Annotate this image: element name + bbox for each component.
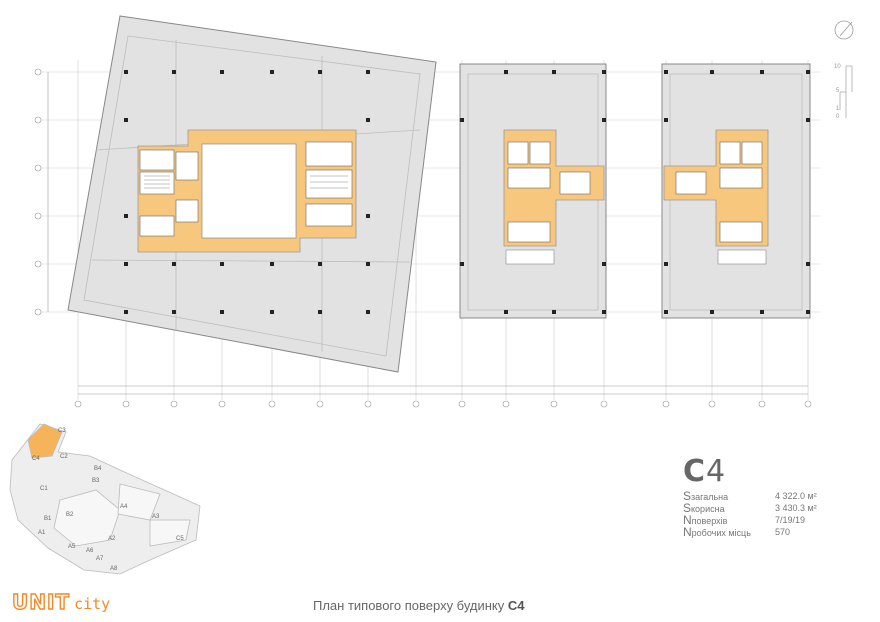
key-a5: A5 bbox=[68, 544, 76, 550]
key-a6: A6 bbox=[86, 548, 94, 554]
key-b4: B4 bbox=[94, 466, 102, 472]
key-plan bbox=[9, 423, 201, 575]
key-a4: A4 bbox=[120, 504, 128, 510]
stats-table: Sзагальна 4 322.0 м² Sкорисна 3 430.3 м²… bbox=[683, 490, 833, 538]
key-c4: C4 bbox=[32, 456, 40, 462]
stat-workplaces: Nробочих місць 570 bbox=[683, 525, 791, 539]
stat-total-area: Sзагальна 4 322.0 м² bbox=[683, 489, 817, 503]
key-a3: A3 bbox=[152, 514, 160, 520]
key-c5: C5 bbox=[176, 536, 184, 542]
scale-tick-0: 0 bbox=[836, 114, 840, 120]
key-a8: A8 bbox=[110, 566, 118, 572]
building-label: C4 bbox=[683, 454, 727, 489]
key-c3: C3 bbox=[58, 428, 66, 434]
stat-useful-area: Sкорисна 3 430.3 м² bbox=[683, 501, 817, 515]
plan-caption: План типового поверху будинку C4 bbox=[313, 598, 525, 613]
key-b2: B2 bbox=[66, 512, 74, 518]
key-b1: B1 bbox=[44, 516, 52, 522]
scale-tick-10: 10 bbox=[834, 64, 841, 70]
key-c1: C1 bbox=[40, 486, 48, 492]
stat-floors: Nповерхів 7/19/19 bbox=[683, 513, 806, 527]
axis-markers bbox=[34, 68, 812, 408]
key-b3: B3 bbox=[92, 478, 100, 484]
columns bbox=[124, 70, 810, 314]
key-a1: A1 bbox=[38, 530, 46, 536]
key-a2: A2 bbox=[108, 536, 116, 542]
core-middle bbox=[503, 129, 605, 247]
scale-tick-5: 5 bbox=[836, 88, 840, 94]
scale-tick-1: 1 bbox=[836, 106, 840, 112]
north-arrow bbox=[834, 20, 854, 40]
scale-bar bbox=[839, 65, 853, 118]
key-a7: A7 bbox=[96, 556, 104, 562]
key-c2: C2 bbox=[60, 454, 68, 460]
